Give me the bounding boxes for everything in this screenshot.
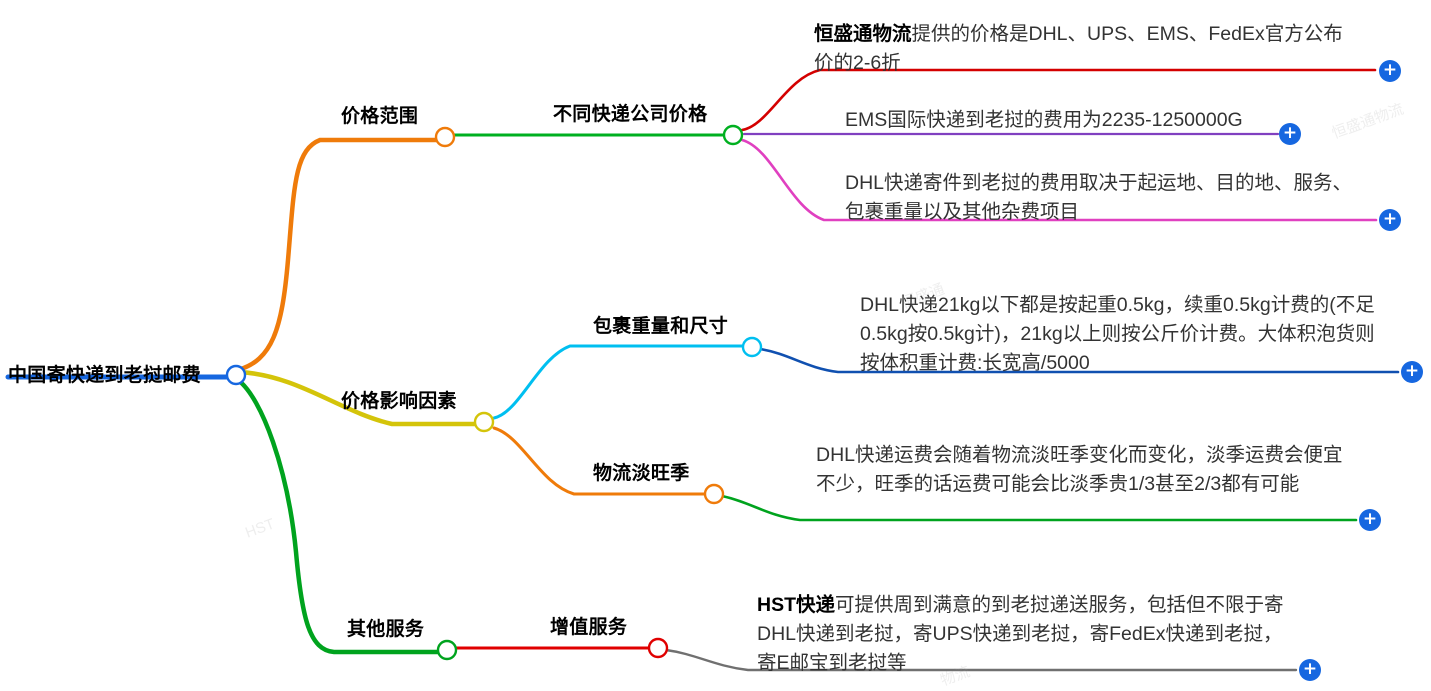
edge-factors-to-weight-size (492, 344, 748, 420)
leaf-body-text: DHL快递21kg以下都是按起重0.5kg，续重0.5kg计费的(不足0.5kg… (860, 294, 1375, 374)
leaf-season-price-change[interactable]: DHL快递运费会随着物流淡旺季变化而变化，淡季运费会便宜不少，旺季的话运费可能会… (816, 441, 1356, 499)
leaf-dhl-price-factors[interactable]: DHL快递寄件到老挝的费用取决于起运地、目的地、服务、包裹重量以及其他杂费项目 (845, 169, 1367, 227)
edge-weight-size-to-dhl-rule (758, 347, 1400, 374)
leaf-body-text: EMS国际快递到老挝的费用为2235-1250000G (845, 109, 1243, 131)
subbranch-label-season[interactable]: 物流淡旺季 (593, 463, 690, 484)
edge-company-price-to-dhl-factors (740, 138, 1378, 222)
branch-label-other-services[interactable]: 其他服务 (347, 619, 425, 640)
edge-root-to-price-factors (237, 369, 479, 427)
leaf-body-text: DHL快递运费会随着物流淡旺季变化而变化，淡季运费会便宜不少，旺季的话运费可能会… (816, 444, 1343, 495)
expand-button-dhl-weight-rule[interactable]: + (1401, 361, 1423, 383)
node-dot-season[interactable] (703, 483, 725, 505)
leaf-body-text: 可提供周到满意的到老挝递送服务，包括但不限于寄DHL快递到老挝，寄UPS快递到老… (757, 594, 1284, 674)
node-dot-price-factors[interactable] (473, 411, 495, 433)
leaf-body-text: 提供的价格是DHL、UPS、EMS、FedEx官方公布价的2-6折 (814, 23, 1343, 74)
leaf-body-text: DHL快递寄件到老挝的费用取决于起运地、目的地、服务、包裹重量以及其他杂费项目 (845, 172, 1353, 223)
edge-factors-to-season (492, 426, 708, 496)
expand-button-hst-logistics-discount[interactable]: + (1379, 60, 1401, 82)
edge-root-to-other-services (235, 377, 443, 655)
edge-season-to-price-change (720, 494, 1358, 522)
edge-value-added-to-hst-service (664, 648, 1298, 672)
node-dot-other-services[interactable] (436, 639, 458, 661)
expand-button-dhl-price-factors[interactable]: + (1379, 209, 1401, 231)
node-dot-weight-size[interactable] (741, 336, 763, 358)
leaf-ems-price[interactable]: EMS国际快递到老挝的费用为2235-1250000G (845, 106, 1295, 135)
branch-label-price-range[interactable]: 价格范围 (341, 106, 419, 127)
root-node-label[interactable]: 中国寄快递到老挝邮费 (8, 365, 202, 386)
leaf-bold-prefix: HST快递 (757, 594, 836, 616)
leaf-dhl-weight-rule[interactable]: DHL快递21kg以下都是按起重0.5kg，续重0.5kg计费的(不足0.5kg… (860, 291, 1390, 378)
expand-button-ems-price[interactable]: + (1279, 123, 1301, 145)
branch-label-price-factors[interactable]: 价格影响因素 (341, 391, 457, 412)
node-dot-company-price[interactable] (722, 124, 744, 146)
node-dot-root[interactable] (225, 364, 247, 386)
node-dot-price-range[interactable] (434, 126, 456, 148)
expand-button-hst-delivery-service[interactable]: + (1299, 659, 1321, 681)
leaf-bold-prefix: 恒盛通物流 (814, 23, 912, 45)
subbranch-label-value-added[interactable]: 增值服务 (550, 617, 628, 638)
subbranch-label-company-price[interactable]: 不同快递公司价格 (553, 104, 708, 125)
node-dot-value-added[interactable] (647, 637, 669, 659)
subbranch-label-weight-size[interactable]: 包裹重量和尺寸 (593, 316, 729, 337)
edge-company-price-to-hst-discount (740, 68, 1377, 132)
expand-button-season-price-change[interactable]: + (1359, 509, 1381, 531)
leaf-hst-delivery-service[interactable]: HST快递可提供周到满意的到老挝递送服务，包括但不限于寄DHL快递到老挝，寄UP… (757, 591, 1297, 678)
edge-root-to-price-range (235, 137, 441, 373)
leaf-hst-logistics-discount[interactable]: 恒盛通物流提供的价格是DHL、UPS、EMS、FedEx官方公布价的2-6折 (814, 20, 1359, 78)
